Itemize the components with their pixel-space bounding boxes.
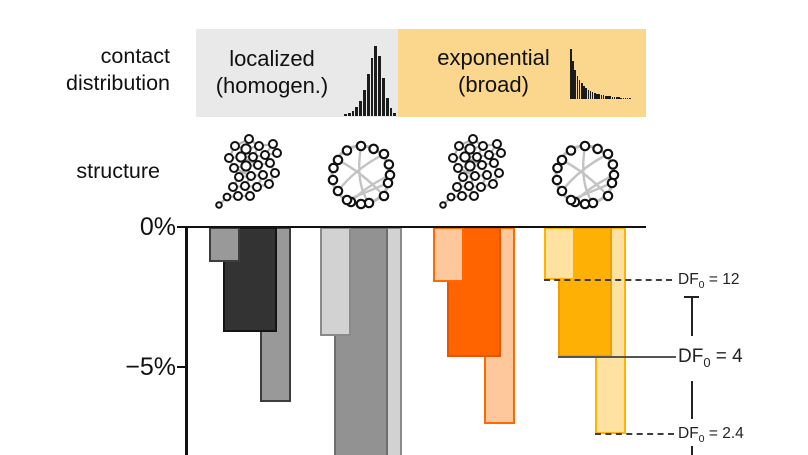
histogram-bar [598,94,601,99]
histogram-bar [570,49,572,99]
histogram-bar [585,88,587,99]
histogram-bar [587,90,590,99]
df0-label: DF0 = 12 [678,271,740,292]
df0-reference-line [544,279,672,281]
y-axis-label-0: 0% [139,213,176,241]
histogram-bar [572,61,574,99]
df-scale-connector [691,381,694,419]
bar-df0-12 [209,227,240,262]
histogram-bar [385,98,389,116]
localized-box-label: localized (homogen.) [202,45,342,99]
bar-df0-12 [320,227,351,336]
contact-distribution-row-label: contact distribution [20,43,170,97]
histogram-bar [600,95,603,99]
y-axis-label-minus5: −5% [125,353,176,381]
localized-histogram-icon [344,46,397,116]
histogram-bar [626,98,629,99]
histogram-bar [574,70,576,99]
histogram-bar [344,114,347,116]
histogram-bar [589,91,592,99]
histogram-bar [594,93,596,99]
histogram-bar [576,76,579,99]
histogram-bar [393,113,397,116]
histogram-bar [381,78,385,116]
y-tick-0 [177,225,186,228]
bar-df0-12 [433,227,464,282]
histogram-bar [389,108,393,116]
histogram-bar [591,92,594,99]
df-scale-connector [691,446,694,455]
histogram-bar [374,46,378,116]
exponential-box-label: exponential (broad) [420,44,567,98]
exponential-label-line2: (broad) [458,72,529,97]
histogram-bar [607,96,609,99]
df0-label: DF0 = 4 [678,346,743,370]
localized-label-line1: localized [229,46,315,71]
histogram-bar [620,98,622,99]
histogram-bar [347,113,351,116]
histogram-bar [611,97,614,99]
histogram-bar [351,111,355,116]
histogram-bar [355,107,359,116]
histogram-bar [622,98,625,99]
localized-label-line2: (homogen.) [215,73,329,98]
contact-row-line2: distribution [66,71,170,95]
histogram-bar [583,86,585,99]
exponential-histogram-icon [570,48,631,99]
histogram-bar [596,94,598,99]
bar-df0-12 [544,227,575,280]
histogram-bar [359,101,362,116]
df0-reference-line [595,433,674,435]
histogram-bar [624,98,627,99]
y-axis-line [185,225,188,455]
x-axis-zero-line [186,225,646,228]
histogram-bar [613,97,616,99]
histogram-bar [615,97,618,99]
histogram-bar [362,90,366,116]
structure-row-label: structure [76,159,160,183]
histogram-bar [366,74,370,116]
exponential-label-line1: exponential [437,45,550,70]
histogram-bar [605,96,607,99]
histogram-bar [609,96,611,99]
contact-row-line1: contact [100,44,170,68]
df0-label: DF0 = 2.4 [678,425,744,446]
histogram-bar [378,56,381,116]
histogram-bar [618,97,620,99]
localized-distribution-box: localized (homogen.) [196,29,398,117]
histogram-bar [578,80,581,99]
histogram-bar [629,98,631,99]
histogram-bar [370,58,374,116]
histogram-bar [580,83,583,99]
histogram-bar [602,95,605,99]
df-scale-connector [691,297,694,336]
df0-reference-line [558,356,676,358]
exponential-distribution-box: exponential (broad) [398,29,646,117]
y-tick-minus5 [177,365,186,368]
